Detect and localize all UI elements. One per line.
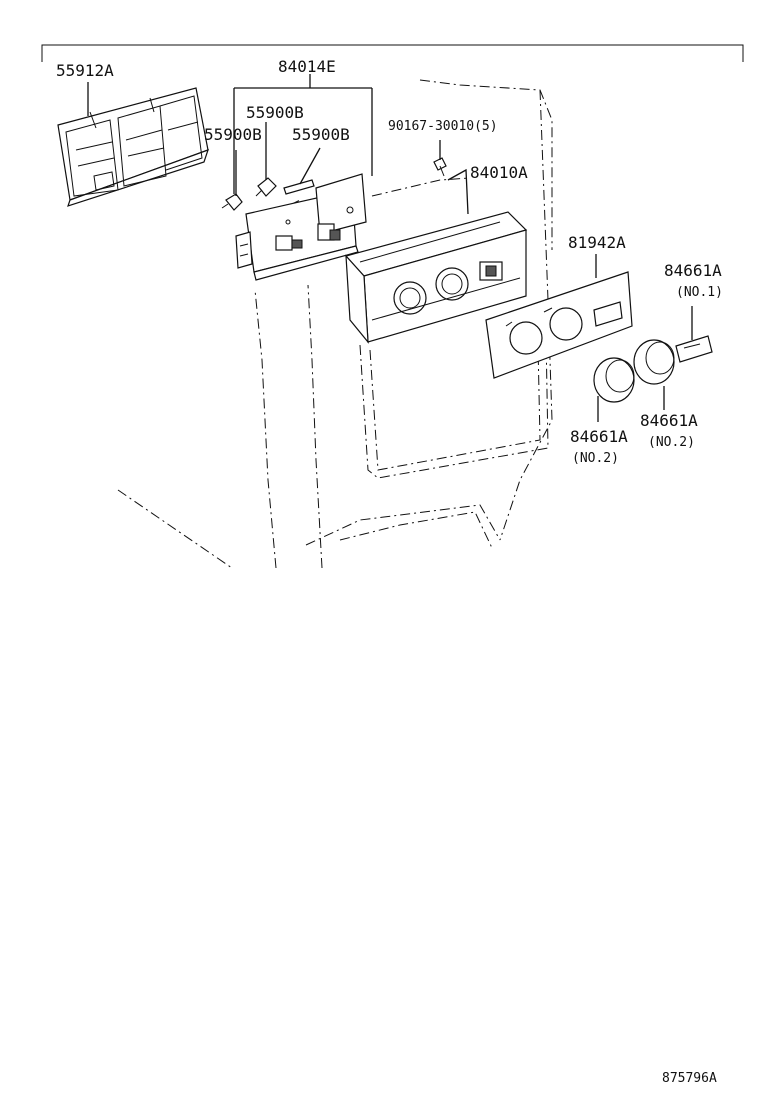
frame-bracket	[41, 44, 744, 62]
part-55900B-bulb-b	[255, 177, 277, 197]
label-55900B-right: 55900B	[292, 125, 350, 144]
label-84661A-no1: 84661A	[664, 261, 722, 280]
label-84661A-no2-right-sub: (NO.2)	[648, 435, 695, 450]
part-84010A-control-unit	[344, 211, 528, 344]
label-55900B-left: 55900B	[204, 125, 262, 144]
label-84014E: 84014E	[278, 57, 336, 76]
part-84661A-button	[675, 335, 713, 363]
leader-lines	[87, 74, 693, 422]
part-81942A-face-panel	[485, 271, 633, 379]
part-90167-screw	[433, 157, 447, 177]
label-84661A-no1-sub: (NO.1)	[676, 285, 723, 300]
label-81942A: 81942A	[568, 233, 626, 252]
label-84661A-no2-left: 84661A	[570, 427, 628, 446]
label-84661A-no2-left-sub: (NO.2)	[572, 451, 619, 466]
diagram-number: 875796A	[662, 1071, 717, 1086]
part-84661A-knob-left	[593, 357, 635, 403]
part-55900B-clip-c	[283, 179, 315, 195]
dashboard-outline	[117, 79, 553, 569]
part-55912A-vent-bezel	[57, 87, 209, 207]
label-84010A: 84010A	[470, 163, 528, 182]
label-55912A: 55912A	[56, 61, 114, 80]
part-55900B-bulb-a	[221, 193, 243, 211]
label-84661A-no2-right: 84661A	[640, 411, 698, 430]
label-55900B-top: 55900B	[246, 103, 304, 122]
part-84661A-knob-right	[633, 339, 675, 385]
part-84014E-switch-assembly	[235, 173, 367, 281]
label-90167-30010: 90167-30010(5)	[388, 119, 498, 134]
